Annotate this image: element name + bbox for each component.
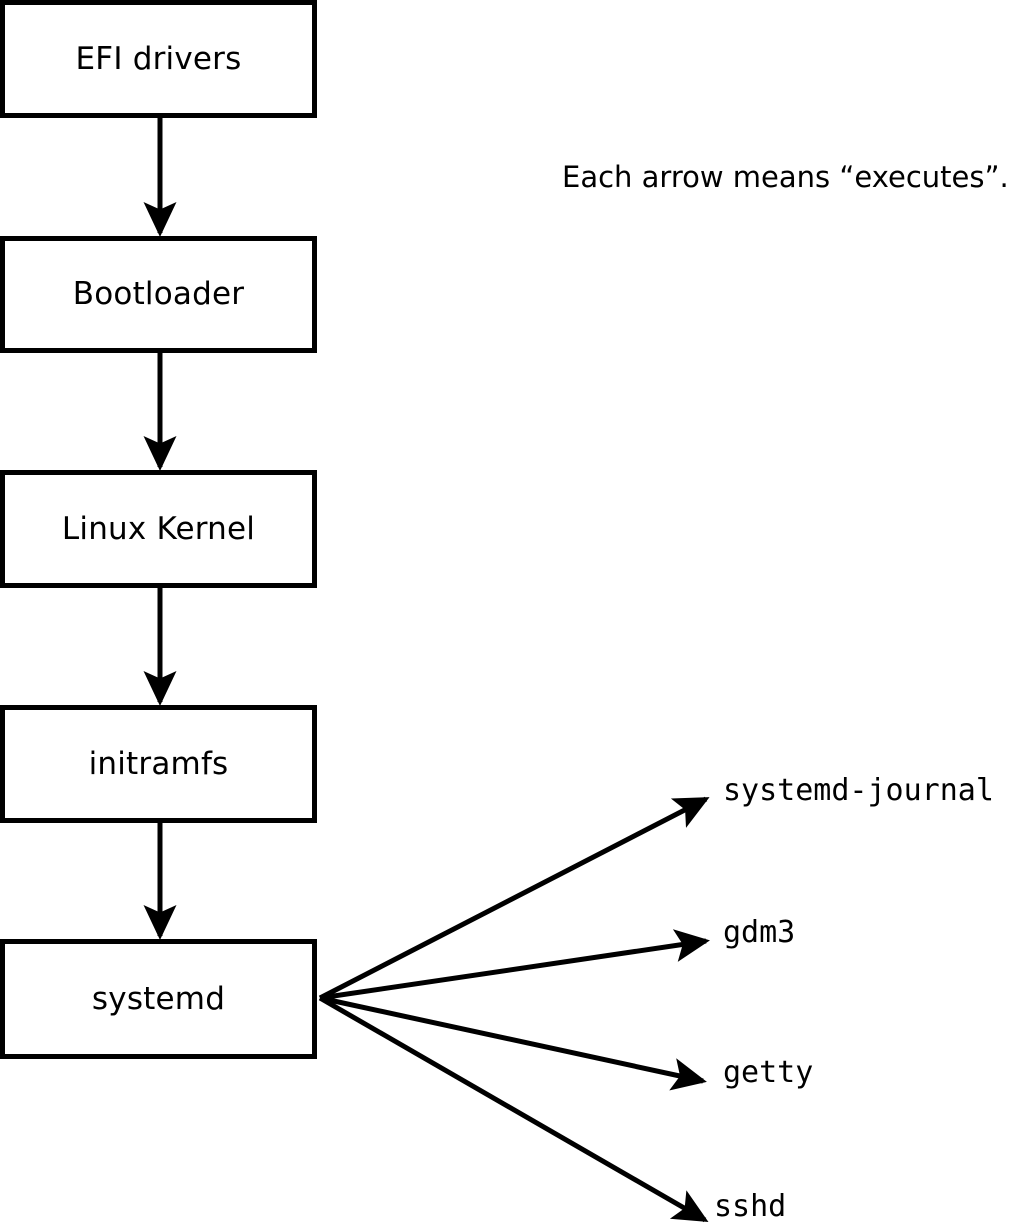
leaf-label-getty[interactable]: getty xyxy=(723,1055,814,1090)
arrow-systemd-to-getty xyxy=(319,995,707,1091)
leaf-label-gdm3[interactable]: gdm3 xyxy=(723,915,796,950)
node-label-bootloader: Bootloader xyxy=(72,276,245,312)
arrow-systemd-to-gdm3 xyxy=(319,929,710,1001)
node-label-efi-drivers: EFI drivers xyxy=(75,40,242,77)
fan-arrow-group xyxy=(318,796,710,1223)
leaf-label-sshd[interactable]: sshd xyxy=(714,1189,787,1224)
leaf-label-systemd-journal[interactable]: systemd-journal xyxy=(723,773,994,808)
arrow-systemd-to-sshd xyxy=(318,995,709,1223)
node-box-linux-kernel[interactable]: Linux Kernel xyxy=(0,470,317,588)
node-box-bootloader[interactable]: Bootloader xyxy=(0,236,317,353)
node-label-initramfs: initramfs xyxy=(88,745,229,782)
node-box-systemd[interactable]: systemd xyxy=(0,939,317,1059)
node-label-linux-kernel: Linux Kernel xyxy=(61,510,256,547)
arrow-systemd-to-systemd-journal xyxy=(318,796,710,1001)
node-box-efi-drivers[interactable]: EFI drivers xyxy=(0,0,317,118)
node-box-initramfs[interactable]: initramfs xyxy=(0,705,317,823)
legend-note: Each arrow means “executes”. xyxy=(562,160,1009,194)
node-label-systemd: systemd xyxy=(91,980,226,1017)
